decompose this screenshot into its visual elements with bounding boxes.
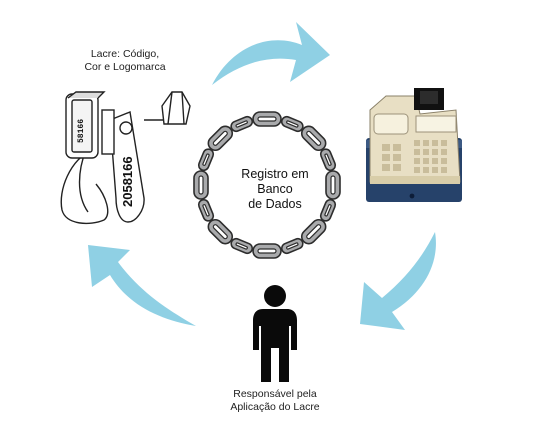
center-label-line: Banco (257, 182, 293, 196)
person-label-line: Aplicação do Lacre (230, 401, 320, 413)
seal-label-line: Lacre: Código, (90, 48, 160, 60)
seal-label: Lacre: Código, Cor e Logomarca (60, 48, 190, 74)
chain-link (197, 148, 215, 172)
chain-link (325, 170, 341, 200)
seal-illustration (60, 91, 191, 225)
center-label: Registro em Banco de Dados (205, 167, 345, 212)
chain-link (319, 198, 337, 222)
chain-ring (193, 111, 341, 259)
chain-link (280, 115, 304, 133)
chain-link (230, 115, 254, 133)
chain-link (207, 125, 234, 152)
chain-link (252, 111, 282, 127)
chain-link (197, 198, 215, 222)
chain-link (252, 243, 282, 259)
chain-link (300, 125, 327, 152)
person-icon (253, 285, 297, 382)
arrow-top (212, 22, 330, 85)
person-label-line: Responsável pela (233, 388, 317, 400)
center-label-line: Registro em (241, 167, 309, 181)
chain-link (280, 237, 304, 255)
center-label-line: de Dados (248, 197, 302, 211)
arrow-right (360, 232, 436, 330)
person-label: Responsável pela Aplicação do Lacre (205, 388, 345, 414)
chain-link (300, 218, 327, 245)
seal-label-line: Cor e Logomarca (84, 61, 166, 73)
chain-link (230, 237, 254, 255)
arrow-left (88, 245, 196, 326)
seal-tag-number: 2058166 (120, 156, 135, 207)
cash-register-icon (366, 88, 462, 202)
chain-link (193, 170, 209, 200)
chain-link (319, 148, 337, 172)
seal-top-number: 58166 (77, 119, 86, 143)
